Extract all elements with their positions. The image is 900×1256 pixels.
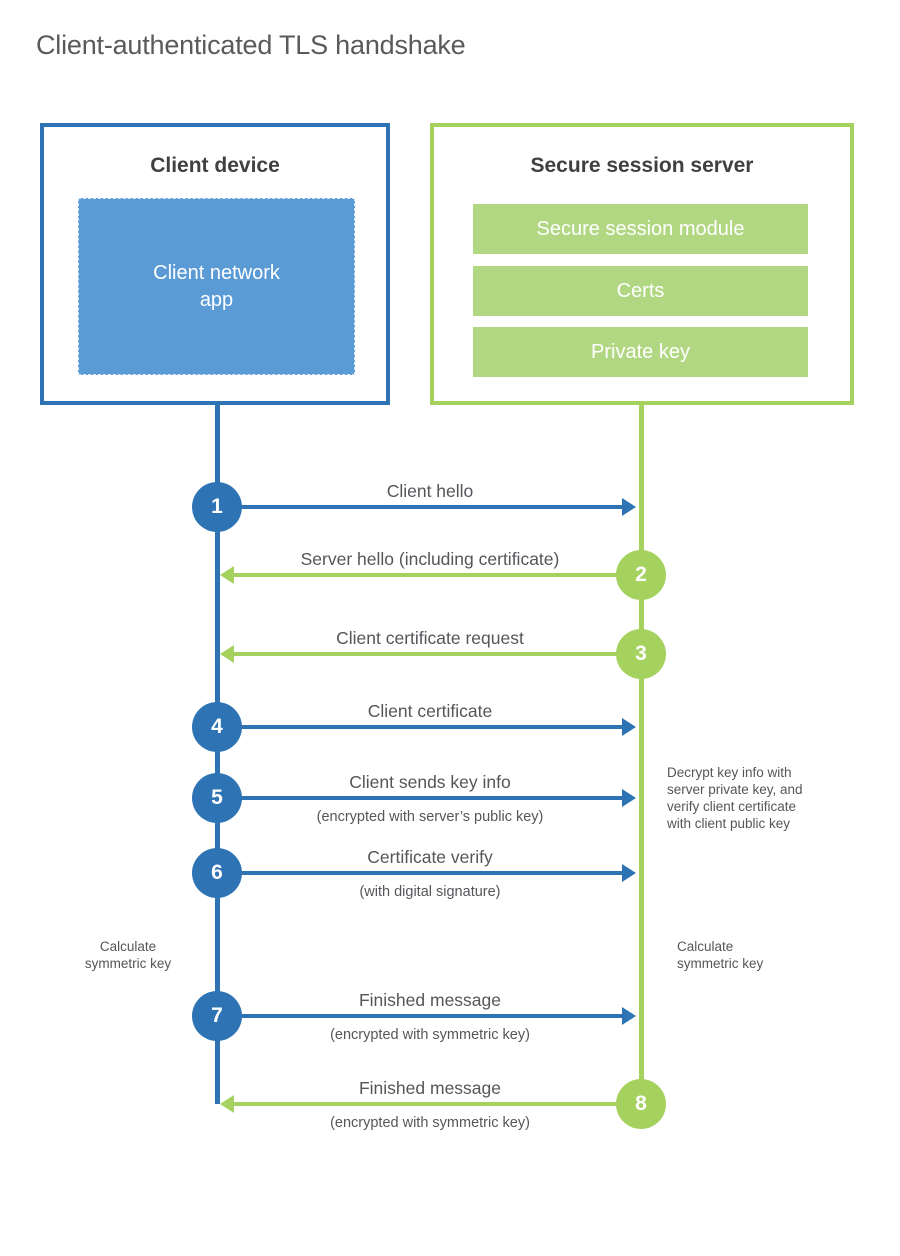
- step-7-number: 7: [211, 1004, 223, 1027]
- label-certificate-verify: Certificate verify: [367, 847, 493, 867]
- secure-session-server-heading: Secure session server: [530, 154, 754, 177]
- step-4-badge: 4: [192, 702, 242, 752]
- client-lifeline: [215, 405, 220, 1104]
- label-finished-message-client: Finished message: [358, 990, 502, 1010]
- arrow-finished-message-server: [220, 1095, 628, 1113]
- step-4-number: 4: [211, 715, 223, 738]
- sublabel-encrypted-server-public-key: (encrypted with server’s public key): [316, 809, 544, 825]
- note-calculate-symmetric-key-server: Calculate symmetric key: [677, 939, 764, 971]
- step-5-number: 5: [211, 786, 223, 809]
- step-3-badge: 3: [616, 629, 666, 679]
- arrow-client-hello: [230, 498, 636, 516]
- arrow-finished-message-client: [230, 1007, 636, 1025]
- arrow-client-certificate-request: [220, 645, 628, 663]
- sublabel-digital-signature: (with digital signature): [359, 884, 501, 900]
- step-6-number: 6: [211, 861, 223, 884]
- step-2-number: 2: [635, 563, 647, 586]
- note-decrypt-key-info: Decrypt key info with server private key…: [667, 765, 803, 831]
- step-5-badge: 5: [192, 773, 242, 823]
- arrow-certificate-verify: [230, 864, 636, 882]
- step-2-badge: 2: [616, 550, 666, 600]
- label-finished-message-server: Finished message: [358, 1078, 502, 1098]
- server-lifeline: [639, 405, 644, 1104]
- client-device-heading: Client device: [150, 154, 280, 177]
- arrow-client-certificate: [230, 718, 636, 736]
- arrow-client-sends-key-info: [230, 789, 636, 807]
- server-module-certs: Certs: [473, 266, 808, 316]
- step-8-number: 8: [635, 1092, 647, 1115]
- label-client-sends-key-info: Client sends key info: [349, 772, 511, 792]
- client-network-app-label: Client network app: [153, 261, 280, 311]
- client-network-app-box: Client network app: [78, 198, 355, 375]
- secure-session-server-box: Secure session server Secure session mod…: [430, 123, 854, 405]
- step-6-badge: 6: [192, 848, 242, 898]
- label-client-certificate: Client certificate: [367, 701, 493, 721]
- server-module-secure-session: Secure session module: [473, 204, 808, 254]
- label-client-hello: Client hello: [386, 481, 474, 501]
- step-1-badge: 1: [192, 482, 242, 532]
- note-calculate-symmetric-key-client: Calculate symmetric key: [84, 939, 172, 971]
- client-device-box: Client device Client network app: [40, 123, 390, 405]
- server-module-private-key: Private key: [473, 327, 808, 377]
- sublabel-encrypted-symmetric-key-server: (encrypted with symmetric key): [330, 1115, 530, 1131]
- arrow-server-hello: [220, 566, 628, 584]
- step-3-number: 3: [635, 642, 647, 665]
- label-client-certificate-request: Client certificate request: [336, 628, 524, 648]
- step-7-badge: 7: [192, 991, 242, 1041]
- step-8-badge: 8: [616, 1079, 666, 1129]
- page-title: Client-authenticated TLS handshake: [36, 30, 466, 60]
- label-server-hello: Server hello (including certificate): [300, 549, 560, 569]
- step-1-number: 1: [211, 495, 223, 518]
- sublabel-encrypted-symmetric-key-client: (encrypted with symmetric key): [330, 1027, 530, 1043]
